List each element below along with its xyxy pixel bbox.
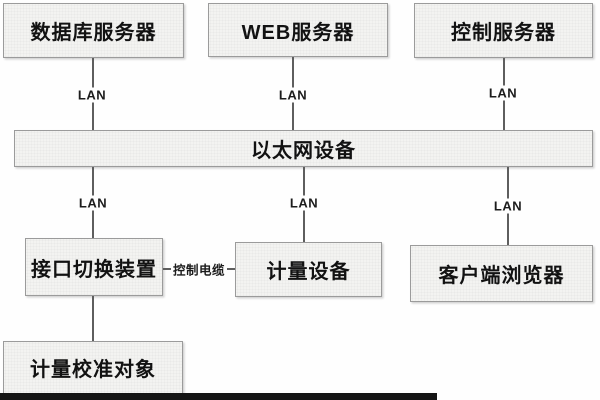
node-database-server: 数据库服务器 bbox=[3, 3, 184, 58]
lan-label-db: LAN bbox=[74, 87, 110, 103]
node-metering-device: 计量设备 bbox=[235, 242, 382, 297]
lan-label-web: LAN bbox=[275, 87, 311, 103]
bottom-black-bar bbox=[0, 393, 437, 400]
node-ethernet-device: 以太网设备 bbox=[14, 130, 593, 167]
node-web-server: WEB服务器 bbox=[208, 3, 388, 57]
node-client-browser: 客户端浏览器 bbox=[410, 245, 593, 302]
node-interface-switch: 接口切换装置 bbox=[25, 238, 163, 296]
node-control-server: 控制服务器 bbox=[414, 3, 593, 58]
node-calibration-object: 计量校准对象 bbox=[3, 341, 183, 394]
lan-label-meter: LAN bbox=[286, 195, 322, 211]
connector-switch-to-calibration bbox=[92, 296, 94, 341]
lan-label-client: LAN bbox=[490, 198, 526, 214]
control-cable-label: 控制电缆 bbox=[170, 259, 228, 279]
lan-label-switch: LAN bbox=[75, 195, 111, 211]
lan-label-control: LAN bbox=[485, 85, 521, 101]
